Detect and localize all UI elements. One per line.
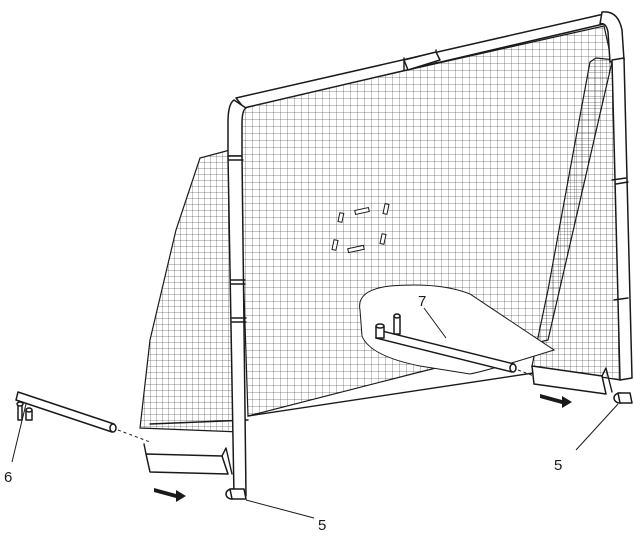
callout-7: 7 — [418, 293, 426, 310]
callout-5-left: 5 — [318, 517, 326, 534]
left-post — [227, 155, 247, 497]
leader-5-left — [245, 499, 315, 519]
callout-5-right: 5 — [554, 457, 562, 474]
right-base-bar — [531, 365, 607, 395]
leader-6 — [11, 403, 27, 463]
target-marks — [331, 203, 390, 254]
left-base-bar — [145, 453, 229, 475]
zoom-callout — [359, 284, 556, 375]
net-bottom-edge — [247, 371, 541, 417]
right-post — [611, 57, 633, 381]
arrow-left — [154, 488, 186, 502]
arrow-right — [540, 394, 572, 408]
right-corner — [599, 11, 625, 63]
leader-7 — [423, 307, 447, 339]
part-6-tube — [15, 391, 117, 433]
leader-5-right — [575, 403, 619, 451]
left-side-net — [139, 149, 241, 433]
callout-6: 6 — [4, 469, 12, 486]
